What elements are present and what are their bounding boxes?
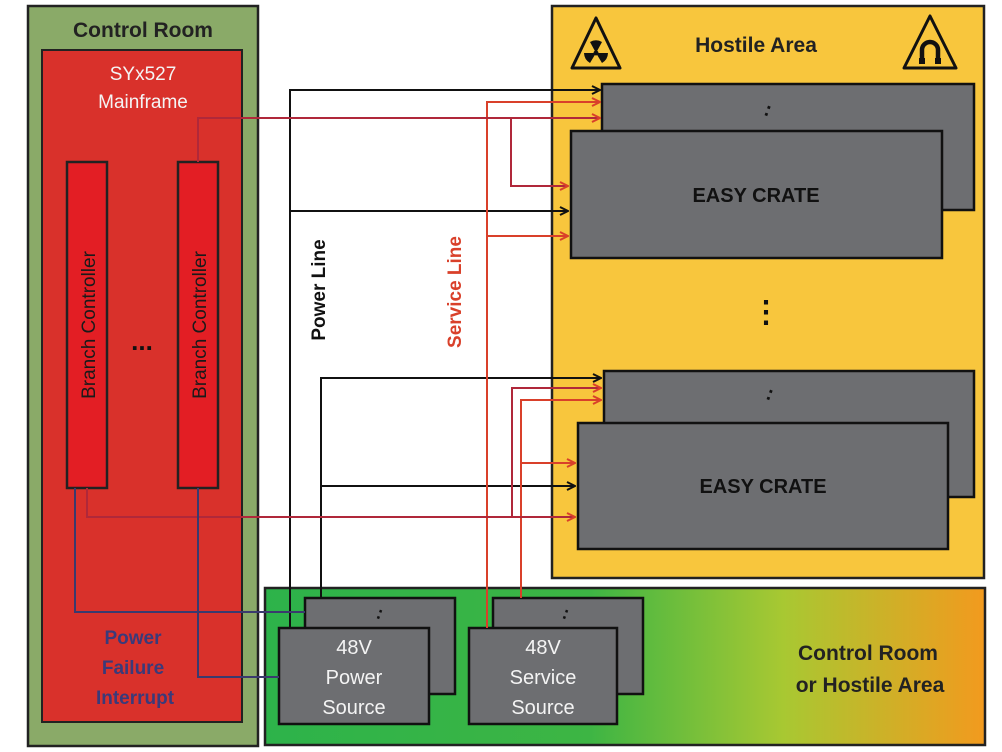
power-line-to-crate-bottom-back: [320, 378, 601, 598]
hostile-area-title: Hostile Area: [695, 34, 817, 57]
service-line-to-crate-top-back: [486, 102, 600, 628]
crate-middle-dots: ⋮: [751, 296, 781, 329]
power-source-line2: Power: [326, 667, 383, 689]
power-line-label: Power Line: [309, 239, 330, 340]
pfi-label-line1: Power: [104, 628, 162, 649]
mainframe-label-line1: SYx527: [110, 64, 177, 85]
power-source-line1: 48V: [336, 637, 372, 659]
interrupt-line-branch2: [197, 488, 279, 678]
branch-controller-2: [176, 160, 220, 490]
crate-top-front: [569, 129, 944, 260]
service-source-line1: 48V: [525, 637, 561, 659]
service-line-label: Service Line: [445, 236, 466, 348]
control-room-title: Control Room: [73, 19, 213, 42]
power-line-to-crate-top-back: [289, 90, 600, 628]
branch-ellipsis: ...: [131, 326, 153, 356]
pfi-label-line3: Interrupt: [96, 688, 175, 709]
branch-controller-links: [86, 118, 601, 517]
hostile-area-panel: Hostile Area : EASY CRATE ⋮ : EASY CRATE: [550, 4, 986, 580]
mainframe-label-line2: Mainframe: [98, 92, 188, 113]
pfi-label-line2: Failure: [102, 658, 164, 679]
power-source-front: [277, 626, 431, 726]
branch2-link-to-crate-top-front: [510, 118, 568, 186]
branch-controller-1: [65, 160, 109, 490]
bottom-area-panel: Control Room or Hostile Area : 48V Power…: [263, 586, 987, 747]
branch1-link-to-crate-bottom-back: [511, 388, 601, 517]
branch-controller-2-label: Branch Controller: [190, 250, 211, 399]
service-line-connections: [486, 102, 601, 628]
power-source-line3: Source: [322, 697, 385, 719]
crate-top-label: EASY CRATE: [692, 185, 819, 207]
radiation-warning-icon: [570, 16, 622, 70]
bottom-area-title-line2: or Hostile Area: [796, 674, 945, 697]
branch2-link-to-crate-top-back: [197, 118, 600, 162]
crate-bottom-front: [576, 421, 950, 551]
interrupt-lines: [74, 488, 305, 678]
bottom-area-title-line1: Control Room: [798, 642, 938, 665]
service-source-line3: Source: [511, 697, 574, 719]
service-line-to-crate-bottom-back: [520, 400, 601, 598]
crate-bottom-label: EASY CRATE: [699, 476, 826, 498]
control-room-panel: Control Room SYx527 Mainframe Branch Con…: [26, 4, 260, 748]
magnet-warning-icon: [902, 14, 958, 70]
branch1-link-to-crate-bottom-front: [86, 488, 575, 517]
power-line-connections: [289, 90, 601, 628]
service-source-line2: Service: [510, 667, 577, 689]
service-source-front: [467, 626, 619, 726]
interrupt-line-branch1: [74, 488, 305, 613]
branch-controller-1-label: Branch Controller: [79, 250, 100, 399]
